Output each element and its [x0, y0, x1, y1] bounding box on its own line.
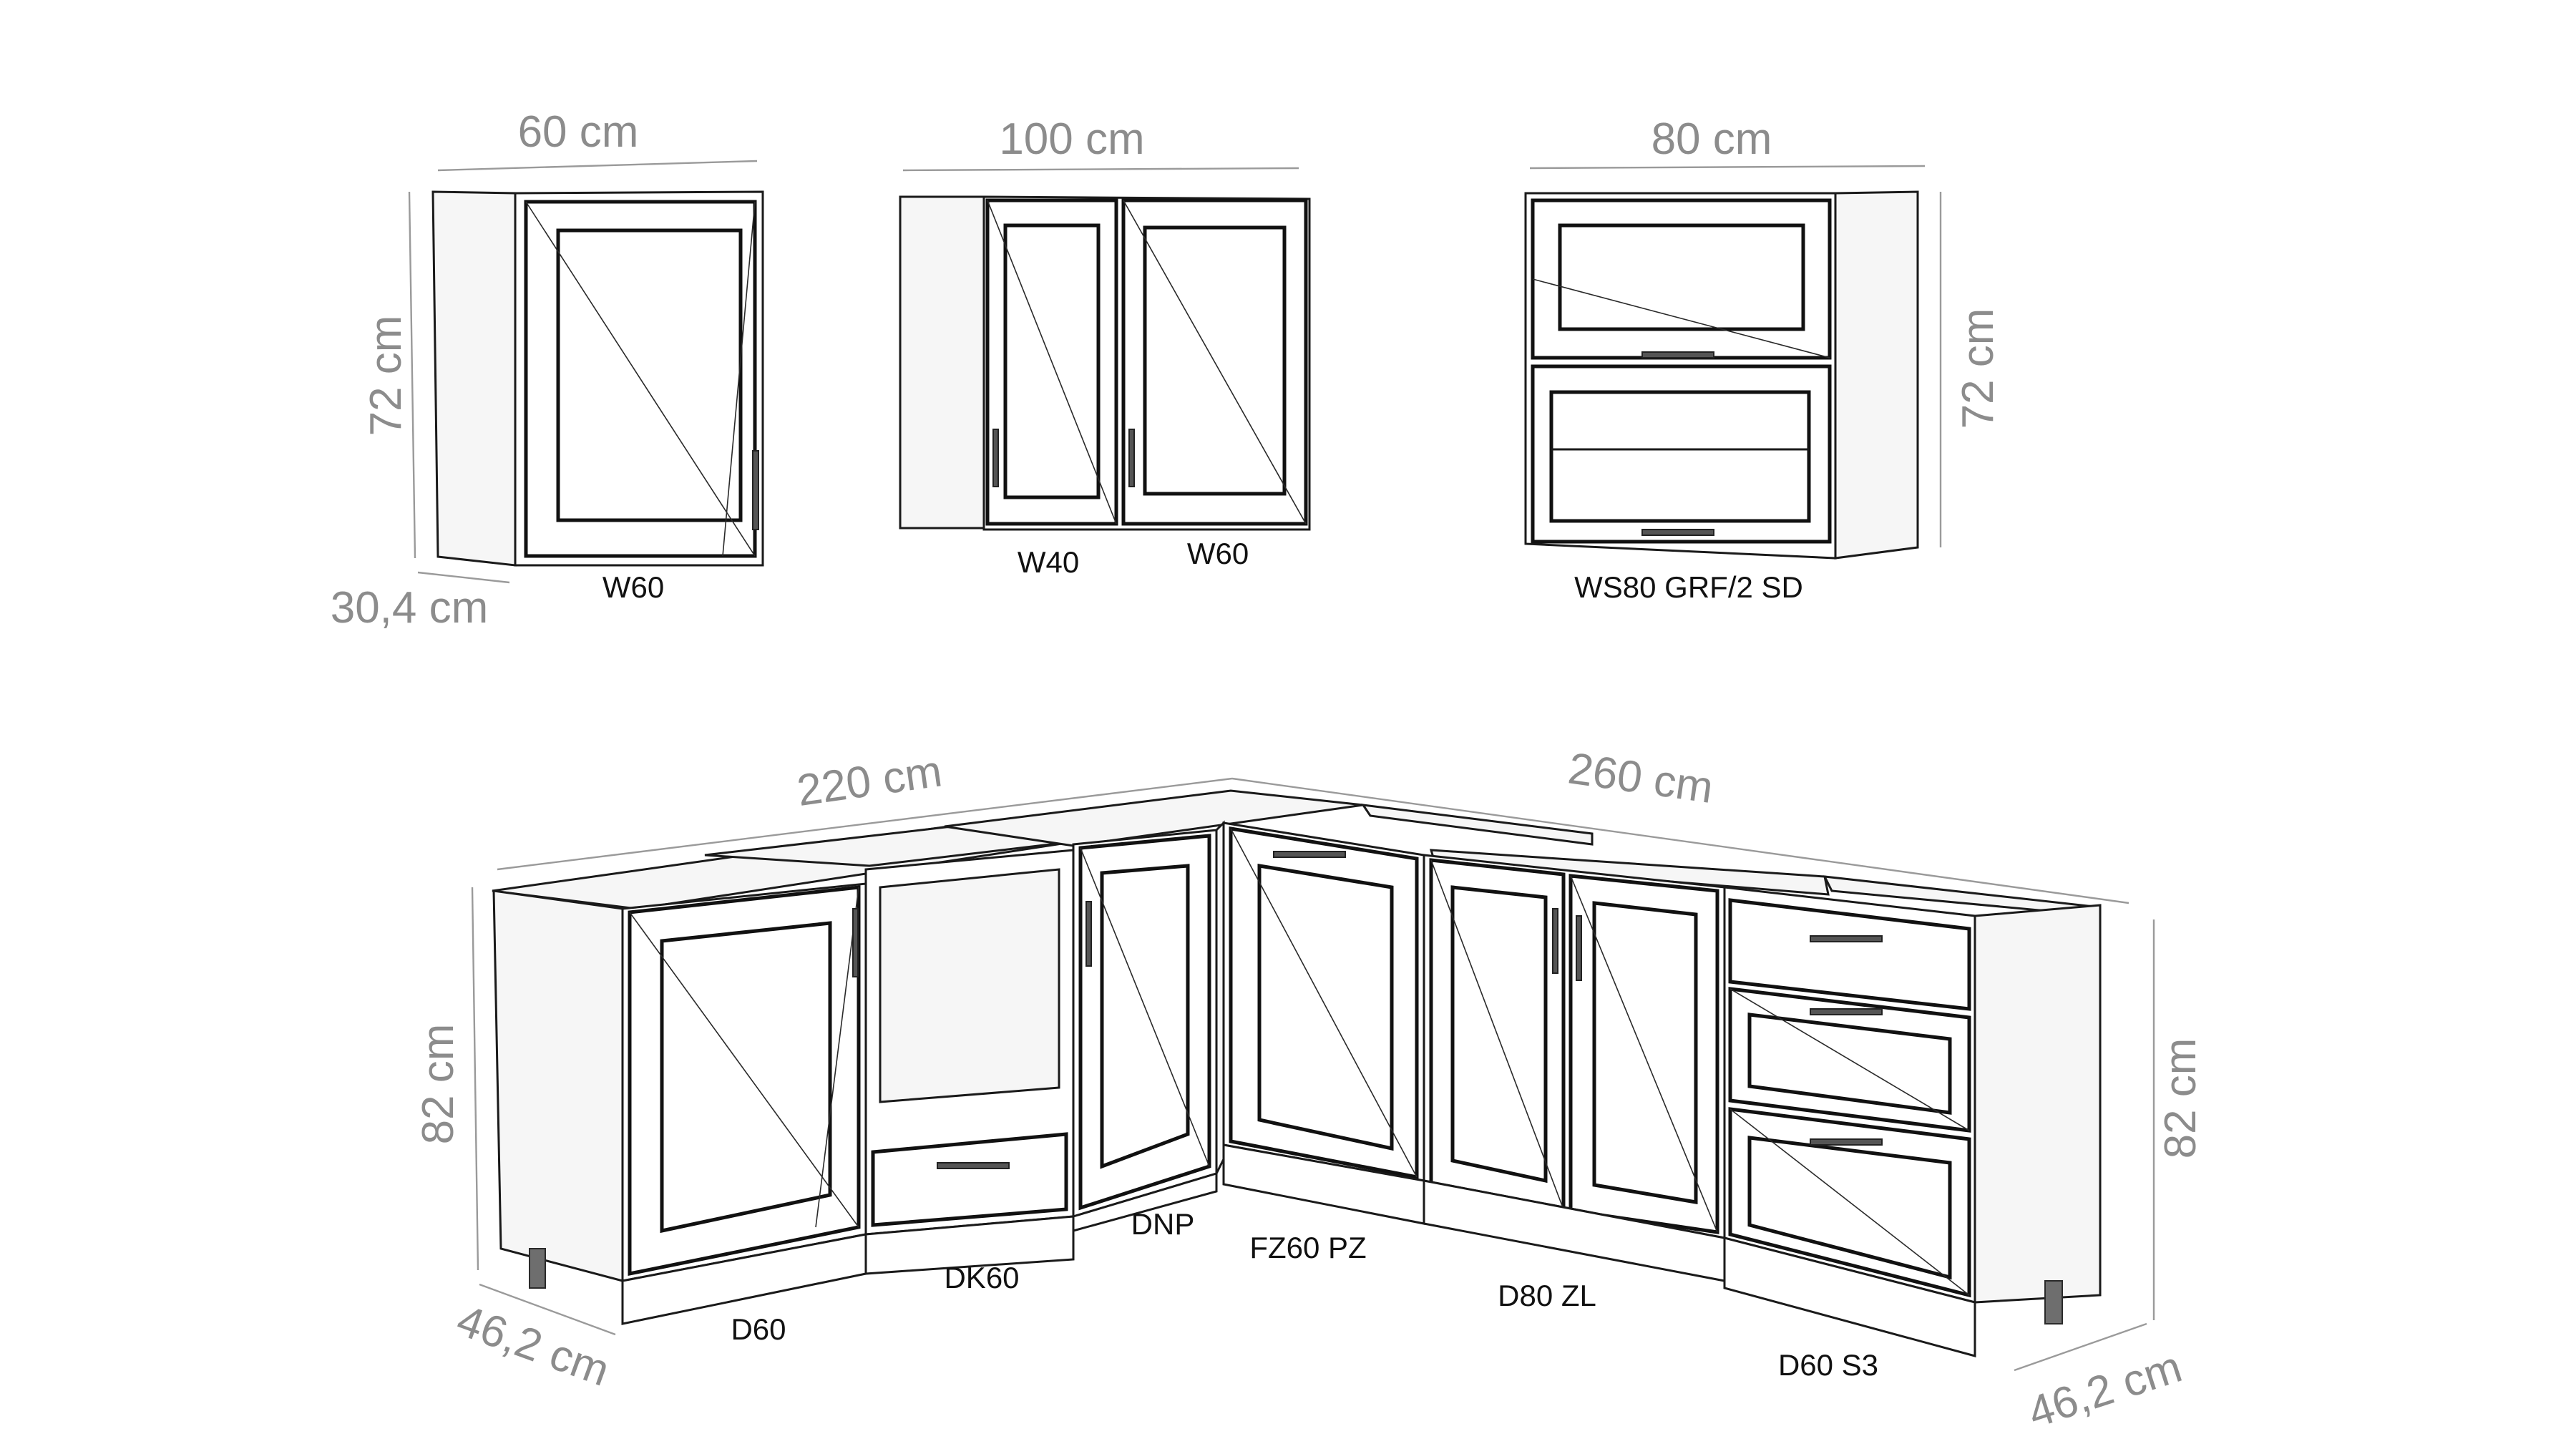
d80-door-left-inner	[1450, 885, 1548, 1184]
dimension-line-width-ws80	[1529, 165, 1926, 170]
dk60-plinth	[864, 1215, 1075, 1275]
door-handle	[1085, 901, 1092, 967]
door-handle	[752, 450, 759, 530]
cabinet-w60: 60 cm 72 cm 30,4 cm W60	[331, 107, 764, 633]
dimension-line-width-260	[1231, 777, 2129, 904]
door-swing-line	[987, 200, 1117, 525]
door-swing-line	[629, 912, 859, 1228]
flap-swing-line	[1532, 278, 1830, 358]
door-handle	[1576, 915, 1582, 981]
d60s3-plinth	[1723, 1236, 1976, 1357]
dnp-plinth	[1072, 1171, 1218, 1232]
dimension-line-height-left	[471, 887, 479, 1271]
door-swing-line	[1230, 828, 1418, 1178]
dimension-depth-left: 46,2 cm	[451, 1296, 616, 1396]
dimension-line-height-w60	[408, 191, 416, 559]
dimension-depth-w60: 30,4 cm	[331, 583, 489, 633]
flap-top-inner	[1558, 223, 1805, 331]
top-surface-fz60	[1360, 804, 1594, 846]
dimension-width-w60: 60 cm	[518, 107, 639, 157]
d80-door-right-inner	[1592, 901, 1698, 1204]
door-handle	[852, 908, 859, 977]
dk60-cavity	[879, 868, 1060, 1103]
door-w60-inner	[1143, 225, 1287, 496]
flap-handle	[1641, 351, 1714, 358]
door-swing-line	[722, 201, 756, 557]
door-swing-line	[1080, 847, 1210, 1167]
door-w60-outer	[1121, 198, 1308, 526]
dimension-depth-right: 46,2 cm	[2022, 1342, 2187, 1438]
dk60-drawer	[871, 1132, 1068, 1227]
d60-door-inner	[660, 921, 832, 1234]
d60s3-drawer-2-inner	[1747, 1013, 1952, 1115]
door-w40-inner	[1003, 223, 1101, 499]
drawer-handle	[1810, 935, 1883, 942]
door-frame-outer	[524, 200, 757, 558]
d60-side-panel	[492, 889, 624, 1282]
door-swing-line	[815, 887, 859, 1228]
label-dk60: DK60	[944, 1261, 1019, 1294]
dimension-line-width-w60	[437, 160, 758, 172]
cabinet-leg	[529, 1248, 546, 1289]
d60s3-side-panel	[1974, 904, 2102, 1304]
label-w60: W60	[602, 570, 664, 604]
label-dnp: DNP	[1131, 1207, 1195, 1241]
dnp-door-inner	[1100, 864, 1190, 1169]
cabinet-leg	[2044, 1280, 2063, 1324]
door-swing-line	[1123, 200, 1307, 525]
d60s3-drawer-3-inner	[1747, 1136, 1952, 1280]
dimension-height-right: 82 cm	[2156, 1038, 2205, 1159]
label-d60-s3: D60 S3	[1778, 1348, 1878, 1382]
door-w40-outer	[985, 198, 1118, 526]
drawer-handle	[937, 1162, 1010, 1169]
dimension-line-width-double	[902, 167, 1299, 172]
dimension-width-ws80: 80 cm	[1652, 114, 1772, 164]
door-swing-line	[1570, 875, 1718, 1233]
cabinet-side-panel	[899, 195, 985, 530]
dimension-height-ws80: 72 cm	[1953, 308, 2003, 429]
cabinet-side-panel	[431, 190, 517, 567]
door-handle	[1552, 908, 1558, 974]
label-ws80: WS80 GRF/2 SD	[1574, 570, 1803, 604]
fz60-door-inner	[1257, 864, 1394, 1151]
door-frame-inner	[556, 228, 743, 522]
flap-handle	[1641, 529, 1714, 536]
drawer-swing-line	[1729, 1108, 1970, 1296]
d60s3-front	[1723, 886, 1976, 1304]
door-swing-line	[1430, 859, 1564, 1210]
flap-bottom-inner	[1549, 390, 1811, 523]
flap-bottom-outer	[1531, 364, 1832, 544]
label-d60: D60	[731, 1312, 786, 1346]
door-swing-line	[525, 201, 756, 557]
label-w60-right: W60	[1187, 537, 1249, 570]
d60s3-drawer-1	[1728, 898, 1971, 1011]
dimension-line-depth-w60	[417, 571, 510, 584]
dimension-height-left: 82 cm	[414, 1024, 463, 1145]
door-handle	[992, 429, 999, 487]
cabinet-ws80: 80 cm 72 cm WS80 GRF/2 SD	[1524, 114, 2003, 604]
cabinet-door	[514, 190, 764, 567]
dimension-height-w60: 72 cm	[361, 316, 411, 436]
dimension-line-depth-left	[479, 1283, 616, 1336]
base-cabinets: 220 cm 260 cm 82 cm 82 cm 46,2 cm 46,2 c…	[414, 743, 2205, 1438]
label-d80-zl: D80 ZL	[1498, 1279, 1596, 1312]
cabinet-side-panel	[1834, 190, 1919, 560]
cabinet-front	[1524, 192, 1837, 560]
door-handle	[1273, 851, 1346, 858]
dimension-line-depth-right	[2014, 1322, 2147, 1372]
door-handle	[1128, 429, 1135, 487]
dimension-width-right: 260 cm	[1565, 743, 1716, 813]
label-fz60-pz: FZ60 PZ	[1249, 1231, 1366, 1264]
dimension-line-width-220	[497, 777, 1233, 871]
dimension-width-left: 220 cm	[794, 746, 945, 816]
drawer-swing-line	[1729, 988, 1970, 1131]
dimension-width-double: 100 cm	[999, 114, 1144, 164]
cabinet-w40-w60: 100 cm W40 W60	[899, 114, 1311, 579]
drawer-handle	[1810, 1008, 1883, 1015]
dnp-front	[1072, 829, 1218, 1219]
drawer-handle	[1810, 1138, 1883, 1146]
label-w40: W40	[1018, 545, 1079, 579]
